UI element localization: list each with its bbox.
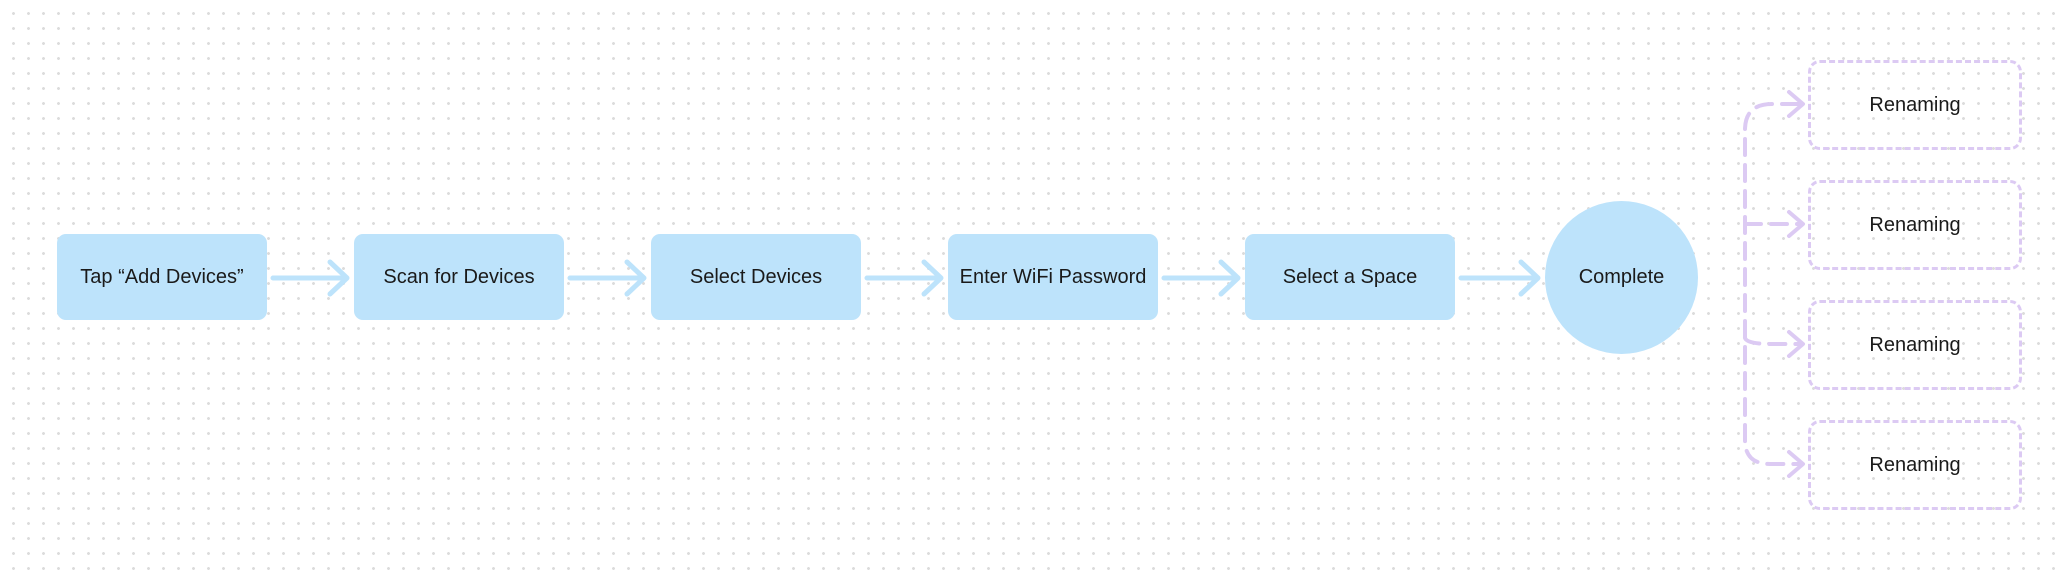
step-enter-wifi-password[interactable]: Enter WiFi Password xyxy=(948,234,1158,320)
renaming-node-4[interactable]: Renaming xyxy=(1808,420,2022,510)
step-tap-add-devices[interactable]: Tap “Add Devices” xyxy=(57,234,267,320)
branch-arrowhead-4 xyxy=(1787,450,1805,478)
branch-arrowhead-2 xyxy=(1787,210,1805,238)
flow-arrow-5 xyxy=(1458,259,1541,297)
flow-arrow-4 xyxy=(1161,259,1241,297)
complete-node[interactable]: Complete xyxy=(1545,201,1698,354)
branch-connector-3 xyxy=(1743,336,1800,346)
renaming-node-1[interactable]: Renaming xyxy=(1808,60,2022,150)
renaming-node-2[interactable]: Renaming xyxy=(1808,180,2022,270)
branch-spine xyxy=(1743,102,1800,466)
step-select-a-space[interactable]: Select a Space xyxy=(1245,234,1455,320)
branch-arrowhead-3 xyxy=(1787,330,1805,358)
step-select-devices[interactable]: Select Devices xyxy=(651,234,861,320)
renaming-node-3[interactable]: Renaming xyxy=(1808,300,2022,390)
branch-arrowhead-1 xyxy=(1787,90,1805,118)
flow-arrow-2 xyxy=(567,259,647,297)
flow-arrow-3 xyxy=(864,259,944,297)
step-scan-for-devices[interactable]: Scan for Devices xyxy=(354,234,564,320)
flow-arrow-1 xyxy=(270,259,350,297)
